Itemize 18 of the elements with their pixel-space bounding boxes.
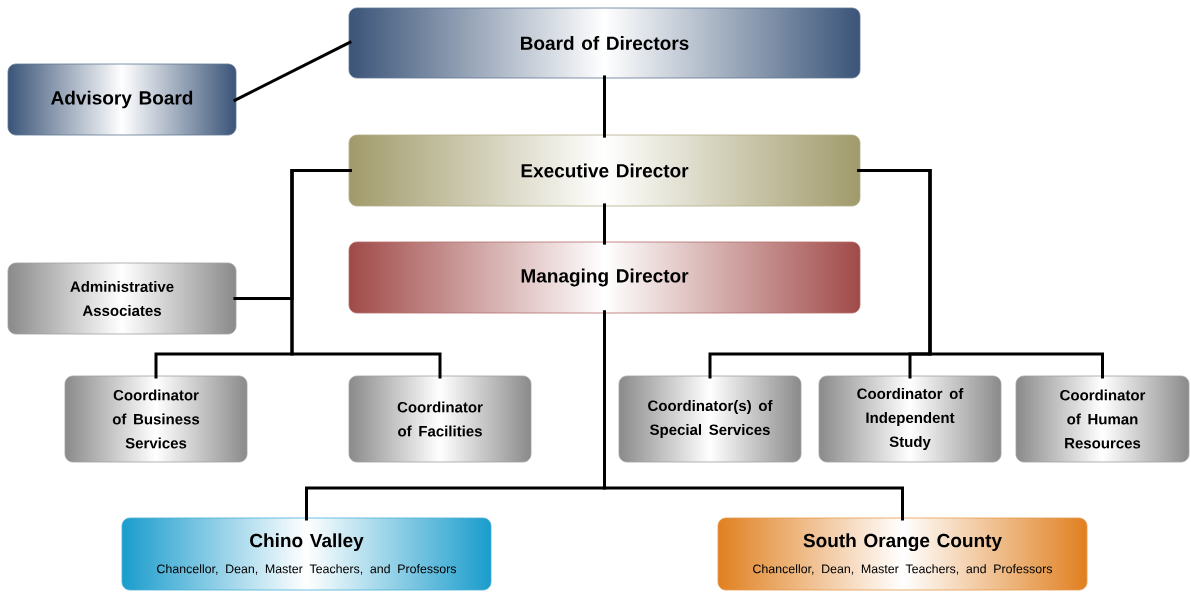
connector-line bbox=[603, 310, 904, 521]
org-box: Administrative Associates bbox=[7, 262, 237, 335]
org-box: Coordinator(s) of Special Services bbox=[618, 375, 802, 463]
org-box: Coordinator of Facilities bbox=[348, 375, 532, 463]
org-box: Executive Director bbox=[348, 134, 861, 207]
org-box: Advisory Board bbox=[7, 63, 237, 136]
org-box: Coordinator of Independent Study bbox=[818, 375, 1002, 463]
org-box: South Orange County Chancellor, Dean, Master Teachers, and Professors bbox=[717, 517, 1088, 591]
connector-line bbox=[233, 40, 352, 103]
connector-line bbox=[603, 75, 606, 138]
connector-line bbox=[603, 203, 606, 245]
org-box: Managing Director bbox=[348, 241, 861, 314]
connector-line bbox=[857, 169, 1104, 379]
org-box: Coordinator of Business Services bbox=[64, 375, 248, 463]
org-box: Coordinator of Human Resources bbox=[1015, 375, 1190, 463]
org-box: Chino Valley Chancellor, Dean, Master Teachers, and Professors bbox=[121, 517, 492, 591]
org-box: Board of Directors bbox=[348, 7, 861, 79]
connector-line bbox=[290, 169, 442, 379]
